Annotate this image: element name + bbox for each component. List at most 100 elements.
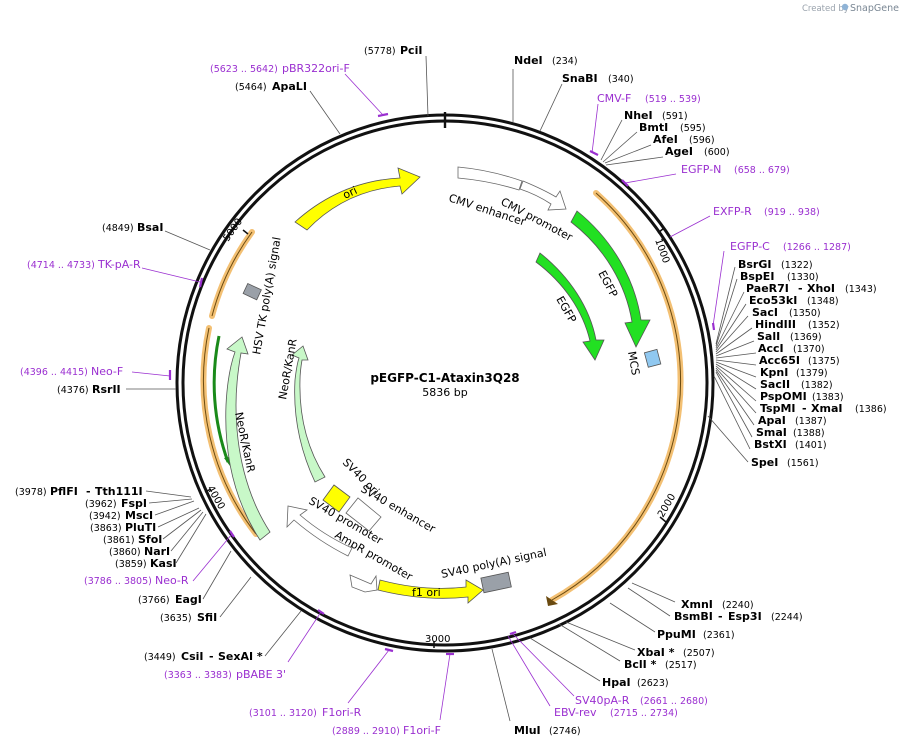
enzyme-pos-bsrgi: (1322): [781, 260, 813, 271]
feature-f1-ori: [377, 579, 484, 604]
enzyme-name-nhei: NheI: [624, 109, 653, 122]
enzyme-name2-paer7i: XhoI: [807, 282, 835, 295]
enzyme-pos-sfoi: (3861): [103, 535, 135, 546]
enzyme-pos-snabi: (340): [608, 74, 634, 85]
enzyme-pos-acc65i: (1375): [808, 356, 840, 367]
enzyme-pos-hindiii: (1352): [808, 320, 840, 331]
orf-arc-egfp-core: [551, 192, 682, 601]
primer-name-pbr322ori: pBR322ori-F: [282, 62, 350, 75]
enzyme-name-bsai: BsaI: [137, 221, 163, 234]
enzyme-pos-mlui: (2746): [549, 726, 581, 737]
enzyme-labels: (5778) PciI NdeI (234) (5464) ApaLI SnaB…: [15, 44, 887, 737]
primer-name-neor: Neo-R: [155, 574, 189, 587]
enzyme-pos-sfii: (3635): [160, 613, 192, 624]
enzyme-connectors: [126, 55, 757, 722]
enzyme-name-eco53ki: Eco53kI: [749, 294, 797, 307]
enzyme-pos-bcli: (2517): [665, 660, 697, 671]
primer-range-neof: (4396 .. 4415): [20, 367, 88, 378]
primer-range-exfpr: (919 .. 938): [764, 207, 820, 218]
primer-name-sv40par: SV40pA-R: [575, 694, 630, 707]
orf-arc-neo-core: [202, 327, 257, 535]
primer-name-f1orif: F1ori-F: [403, 724, 441, 737]
enzyme-pos-apai: (1387): [795, 416, 827, 427]
enzyme-pos-pcii: (5778): [364, 46, 396, 57]
enzyme-name-pspomi: PspOMI: [760, 390, 807, 403]
primer-range-ebvrev: (2715 .. 2734): [610, 708, 678, 719]
primer-name-egfpc: EGFP-C: [730, 240, 770, 253]
orf-arcs: [200, 190, 684, 606]
enzyme-pos-fspi: (3962): [85, 499, 117, 510]
enzyme-name-pcii: PciI: [400, 44, 422, 57]
enzyme-pos-tspmi: (1386): [855, 404, 887, 415]
feature-egfp-inner: [535, 252, 605, 361]
plasmid-name: pEGFP-C1-Ataxin3Q28: [370, 371, 519, 385]
enzyme-name-spei: SpeI: [751, 456, 778, 469]
enzyme-pos-xbai: (2507): [683, 648, 715, 659]
feature-label-ori: ori: [341, 184, 359, 202]
enzyme-pos-csii: (3449): [144, 652, 176, 663]
orf-arrow-egfp: [546, 596, 558, 606]
primer-range-tkpar: (4714 .. 4733): [27, 260, 95, 271]
primer-name-tkpar: TK-pA-R: [97, 258, 141, 271]
enzyme-name-hindiii: HindIII: [755, 318, 796, 331]
enzyme-name-paer7i: PaeR7I: [746, 282, 789, 295]
enzyme-name-apai: ApaI: [758, 414, 786, 427]
enzyme-name-pflfi: PflFI: [50, 485, 78, 498]
feature-label-mcs: MCS: [625, 350, 642, 376]
primer-connectors: [131, 73, 725, 721]
enzyme-name-bspei: BspEI: [740, 270, 774, 283]
enzyme-pos-nhei: (591): [662, 111, 688, 122]
enzyme-pos-sali: (1369): [790, 332, 822, 343]
enzyme-pos-bspei: (1330): [787, 272, 819, 283]
enzyme-pos-acci: (1370): [793, 344, 825, 355]
primer-name-egfpn: EGFP-N: [681, 163, 721, 176]
enzyme-name-saci: SacI: [752, 306, 778, 319]
enzyme-pos-ppumi: (2361): [703, 630, 735, 641]
enzyme-name-xbai: XbaI *: [637, 646, 675, 659]
enzyme-pos-bsmbi: (2244): [771, 612, 803, 623]
enzyme-pos-eagi: (3766): [138, 595, 170, 606]
primer-name-exfpr: EXFP-R: [713, 205, 752, 218]
enzyme-name-bsrgi: BsrGI: [738, 258, 771, 271]
primer-name-pbabe: pBABE 3': [236, 668, 286, 681]
enzyme-name-hpai: HpaI: [602, 676, 631, 689]
primer-name-neof: Neo-F: [91, 365, 123, 378]
tick-label-1000: 1000: [652, 237, 671, 265]
enzyme-name-sali: SalI: [757, 330, 780, 343]
enzyme-pos-hpai: (2623): [637, 678, 669, 689]
snapgene-logo-icon: [841, 3, 849, 11]
enzyme-name-ndei: NdeI: [514, 54, 543, 67]
enzyme-name-acc65i: Acc65I: [759, 354, 800, 367]
enzyme-name-bstxi: BstXI: [754, 438, 787, 451]
primer-range-pbr322ori: (5623 .. 5642): [210, 64, 278, 75]
feature-ori: [294, 167, 421, 231]
enzyme-name-nari: NarI: [144, 545, 170, 558]
enzyme-name-acci: AccI: [758, 342, 784, 355]
enzyme-pos-ndei: (234): [552, 56, 578, 67]
feature-neokan-outer: [225, 336, 271, 541]
enzyme-sep-tspmi: -: [802, 402, 807, 415]
enzyme-pos-smai: (1388): [793, 428, 825, 439]
feature-sv40-ori: [322, 484, 351, 513]
enzyme-pos-saci: (1350): [789, 308, 821, 319]
enzyme-name2-tspmi: XmaI: [811, 402, 842, 415]
enzyme-name-apali: ApaLI: [272, 80, 307, 93]
enzyme-name-sfoi: SfoI: [138, 533, 162, 546]
primer-name-f1orir: F1ori-R: [322, 706, 362, 719]
primer-range-f1orir: (3101 .. 3120): [249, 708, 317, 719]
enzyme-name-eagi: EagI: [175, 593, 202, 606]
primer-range-cmvf: (519 .. 539): [645, 94, 701, 105]
enzyme-pos-rsrii: (4376): [57, 385, 89, 396]
feature-cmv-promoter: [519, 180, 567, 211]
enzyme-pos-pspomi: (1383): [812, 392, 844, 403]
feature-mcs: [643, 348, 662, 368]
enzyme-name-afei: AfeI: [653, 133, 678, 146]
enzyme-name2-csii: SexAI *: [218, 650, 263, 663]
enzyme-name-snabi: SnaBI: [562, 72, 598, 85]
enzyme-pos-bmti: (595): [680, 123, 706, 134]
primer-range-egfpn: (658 .. 679): [734, 165, 790, 176]
enzyme-pos-bsai: (4849): [102, 223, 134, 234]
enzyme-name-sacii: SacII: [760, 378, 790, 391]
primer-range-egfpc: (1266 .. 1287): [783, 242, 851, 253]
enzyme-name-mlui: MluI: [514, 724, 541, 737]
